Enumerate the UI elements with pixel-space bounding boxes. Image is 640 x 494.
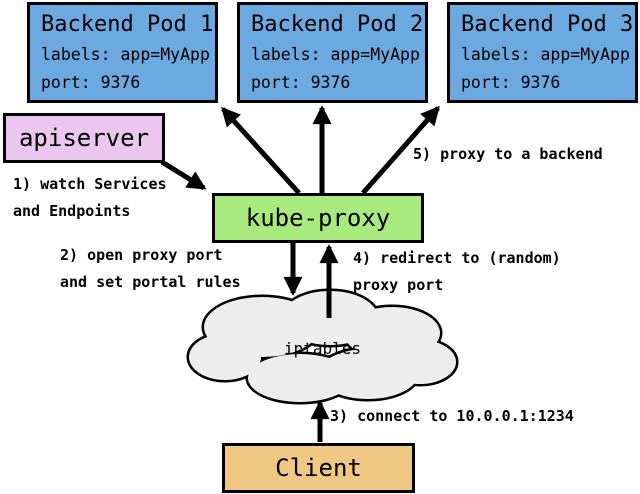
client-box: Client: [222, 443, 415, 493]
arrow-apiserver-to-kube-proxy: [160, 159, 207, 191]
annotation-step2-open-proxy-port: 2) open proxy port and set portal rules: [60, 246, 241, 291]
annotation-step3-connect: 3) connect to 10.0.0.1:1234: [330, 407, 574, 425]
pod-title: Backend Pod 3: [461, 12, 634, 37]
pod-labels: labels: app=MyApp: [41, 45, 210, 64]
pod-title: Backend Pod 1: [41, 12, 214, 37]
backend-pod-2-box: Backend Pod 2 labels: app=MyApp port: 93…: [237, 2, 428, 103]
pod-title: Backend Pod 2: [251, 12, 424, 37]
annotation-step5-proxy-to-backend: 5) proxy to a backend: [413, 145, 603, 163]
annotation-step4-redirect: 4) redirect to (random) proxy port: [353, 249, 561, 294]
arrow-kube-proxy-to-pod1: [221, 106, 301, 195]
client-label: Client: [275, 454, 362, 482]
apiserver-label: apiserver: [18, 124, 150, 152]
kube-proxy-label: kube-proxy: [245, 204, 391, 232]
backend-pod-3-box: Backend Pod 3 labels: app=MyApp port: 93…: [447, 2, 638, 103]
annotation-step1-watch-services: 1) watch Services and Endpoints: [13, 175, 167, 220]
kube-proxy-box: kube-proxy: [212, 193, 424, 243]
pod-port: port: 9376: [41, 73, 141, 92]
apiserver-box: apiserver: [3, 113, 165, 163]
pod-port: port: 9376: [251, 73, 351, 92]
pod-labels: labels: app=MyApp: [461, 45, 630, 64]
pod-labels: labels: app=MyApp: [251, 45, 420, 64]
iptables-label: iptables: [283, 339, 362, 358]
backend-pod-1-box: Backend Pod 1 labels: app=MyApp port: 93…: [27, 2, 218, 103]
pod-port: port: 9376: [461, 73, 561, 92]
